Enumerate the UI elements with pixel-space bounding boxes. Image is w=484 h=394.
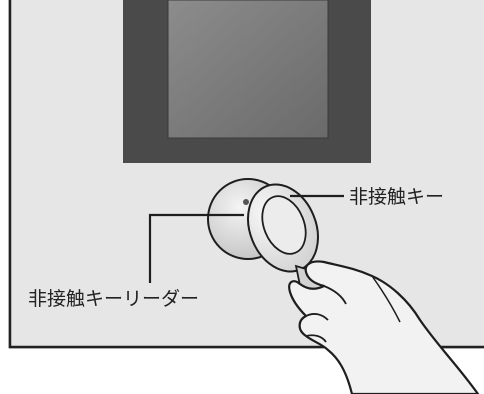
key-label: 非接触キー bbox=[349, 186, 444, 208]
display-screen bbox=[123, 0, 371, 163]
reader-leader-line bbox=[148, 213, 244, 283]
reader-label: 非接触キーリーダー bbox=[28, 288, 199, 310]
hand bbox=[288, 260, 480, 394]
